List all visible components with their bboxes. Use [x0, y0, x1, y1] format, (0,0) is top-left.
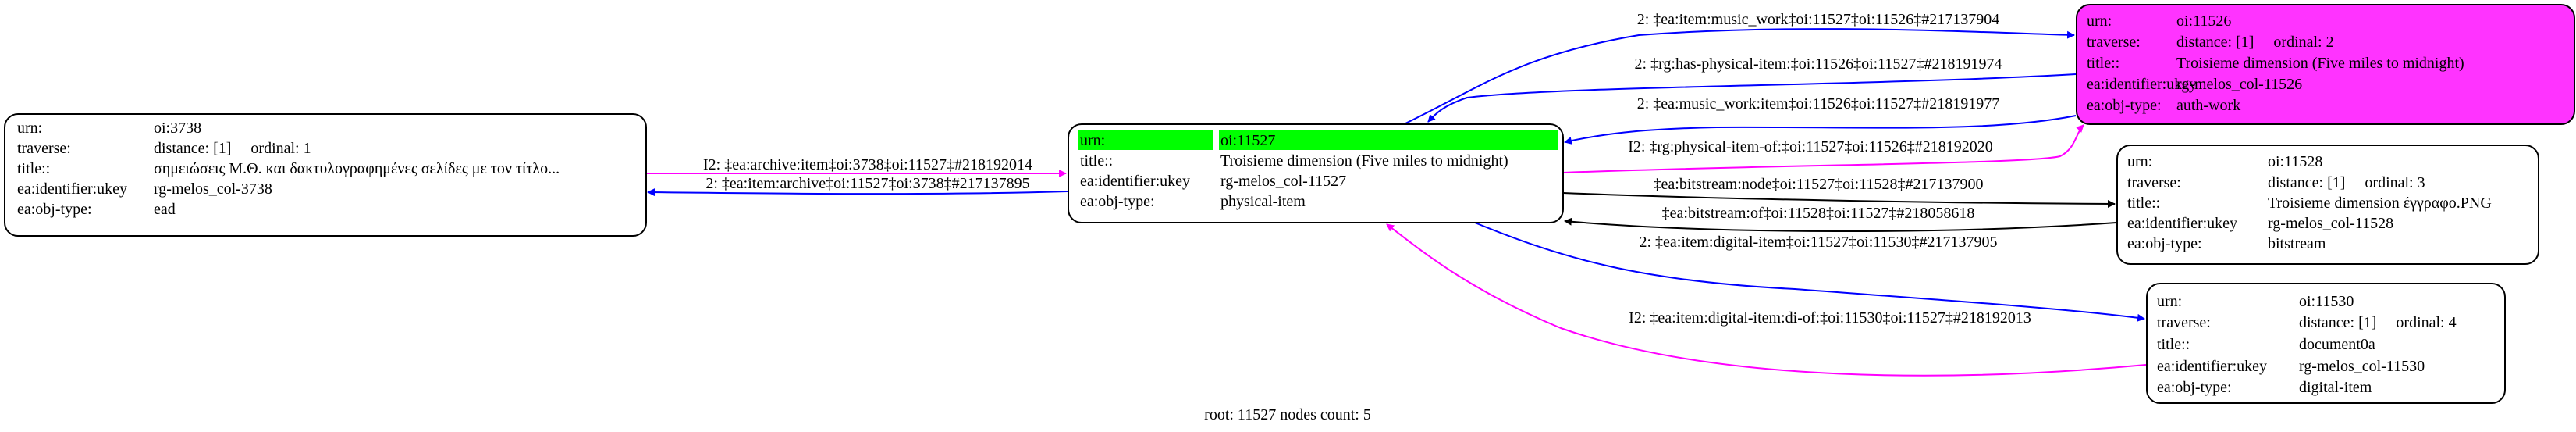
- field-label: title::: [2127, 195, 2161, 212]
- field-value: distance: [1] ordinal: 3: [2268, 174, 2425, 191]
- field-value: oi:11526: [2176, 12, 2232, 30]
- edge-label: I2: ‡ea:archive:item‡oi:3738‡oi:11527‡#2…: [703, 156, 1032, 173]
- edge-item-music-work: [1405, 28, 2075, 124]
- node-3738[interactable]: urn: oi:3738 traverse: distance: [1] ordin…: [4, 113, 647, 237]
- edge-label: 2: ‡ea:music_work:item‡oi:11526‡oi:11527…: [1636, 95, 2000, 112]
- edge-has-physical-item: [1427, 73, 2077, 123]
- field-value: oi:11530: [2299, 293, 2354, 310]
- edge-item-digital-item: [1474, 222, 2145, 322]
- field-value: rg-melos_col-11528: [2268, 215, 2394, 232]
- field-value: rg-melos_col-3738: [154, 180, 272, 198]
- field-value: bitstream: [2268, 235, 2326, 252]
- field-label: traverse:: [2127, 174, 2181, 191]
- field-value: Troisieme dimension (Five miles to midni…: [1220, 152, 1508, 170]
- edge-label: ‡ea:bitstream:node‡oi:11527‡oi:11528‡#21…: [1653, 176, 1984, 193]
- field-value: σημειώσεις Μ.Θ. και δακτυλογραφημένες σε…: [154, 160, 560, 177]
- field-label: ea:identifier:ukey: [1080, 173, 1191, 190]
- field-label: ea:obj-type:: [17, 201, 92, 218]
- field-label: ea:identifier:ukey: [2087, 76, 2198, 93]
- field-label: traverse:: [2087, 34, 2141, 51]
- node-11528[interactable]: urn: oi:11528 traverse: distance: [1] ordi…: [2116, 145, 2539, 265]
- field-label: ea:obj-type:: [2127, 235, 2202, 252]
- field-value: Troisieme dimension (Five miles to midni…: [2176, 55, 2464, 72]
- field-label: ea:identifier:ukey: [17, 180, 128, 198]
- field-value: rg-melos_col-11527: [1220, 173, 1347, 190]
- field-value: oi:11527: [1220, 132, 1276, 149]
- edge-label: 2: ‡ea:item:archive‡oi:11527‡oi:3738‡#21…: [705, 175, 1030, 192]
- field-value: distance: [1] ordinal: 4: [2299, 314, 2457, 331]
- field-label: urn:: [2157, 293, 2183, 310]
- field-value: Troisieme dimension έγγραφο.PNG: [2268, 195, 2492, 212]
- field-label: urn:: [1080, 132, 1106, 149]
- edge-label: 2: ‡ea:item:digital-item‡oi:11527‡oi:115…: [1639, 234, 1998, 251]
- field-value: rg-melos_col-11526: [2176, 76, 2303, 93]
- field-label: traverse:: [17, 140, 71, 157]
- field-label: traverse:: [2157, 314, 2211, 331]
- field-label: ea:obj-type:: [1080, 193, 1155, 210]
- field-label: title::: [2157, 336, 2190, 353]
- field-value: oi:3738: [154, 120, 202, 137]
- root-highlight-label: [1078, 130, 1213, 150]
- field-label: urn:: [2127, 153, 2153, 170]
- field-label: ea:obj-type:: [2087, 97, 2162, 114]
- field-value: physical-item: [1220, 193, 1306, 210]
- root-highlight-value: [1219, 130, 1558, 150]
- edge-physical-item-of: [1562, 124, 2084, 173]
- field-value: oi:11528: [2268, 153, 2323, 170]
- node-11526[interactable]: urn: oi:11526 traverse: distance: [1] ordi…: [2076, 4, 2575, 125]
- edge-bitstream-node: [1562, 192, 2116, 208]
- edge-digital-item-of: [1386, 223, 2147, 377]
- edge-item-archive: [647, 188, 1068, 197]
- edge-label: 2: ‡ea:item:music_work‡oi:11527‡oi:11526…: [1636, 11, 2000, 28]
- field-value: auth-work: [2176, 97, 2241, 114]
- field-label: title::: [1080, 152, 1114, 170]
- edge-music-work-item: [1564, 115, 2077, 145]
- field-label: ea:identifier:ukey: [2127, 215, 2238, 232]
- field-label: ea:identifier:ukey: [2157, 358, 2268, 375]
- field-value: document0a: [2299, 336, 2375, 353]
- edge-label: 2: ‡rg:has-physical-item:‡oi:11526‡oi:11…: [1634, 55, 2002, 73]
- field-value: distance: [1] ordinal: 2: [2176, 34, 2334, 51]
- edge-label: I2: ‡ea:item:digital-item:di-of:‡oi:1153…: [1629, 309, 2031, 327]
- field-label: ea:obj-type:: [2157, 379, 2232, 396]
- field-label: title::: [2087, 55, 2120, 72]
- node-11530[interactable]: urn: oi:11530 traverse: distance: [1] ordi…: [2146, 283, 2506, 404]
- edge-bitstream-of: [1564, 217, 2117, 233]
- field-label: title::: [17, 160, 51, 177]
- field-label: urn:: [17, 120, 43, 137]
- field-label: urn:: [2087, 12, 2112, 30]
- edge-label: I2: ‡rg:physical-item-of:‡oi:11527‡oi:11…: [1628, 138, 1993, 155]
- graph-footer: root: 11527 nodes count: 5: [1204, 406, 1371, 423]
- field-value: digital-item: [2299, 379, 2372, 396]
- field-value: ead: [154, 201, 176, 218]
- edge-label: ‡ea:bitstream:of‡oi:11528‡oi:11527‡#2180…: [1661, 205, 1975, 222]
- field-value: rg-melos_col-11530: [2299, 358, 2425, 375]
- field-value: distance: [1] ordinal: 1: [154, 140, 311, 157]
- node-11527-root[interactable]: urn: oi:11527 title::Troisieme dimension …: [1068, 123, 1564, 223]
